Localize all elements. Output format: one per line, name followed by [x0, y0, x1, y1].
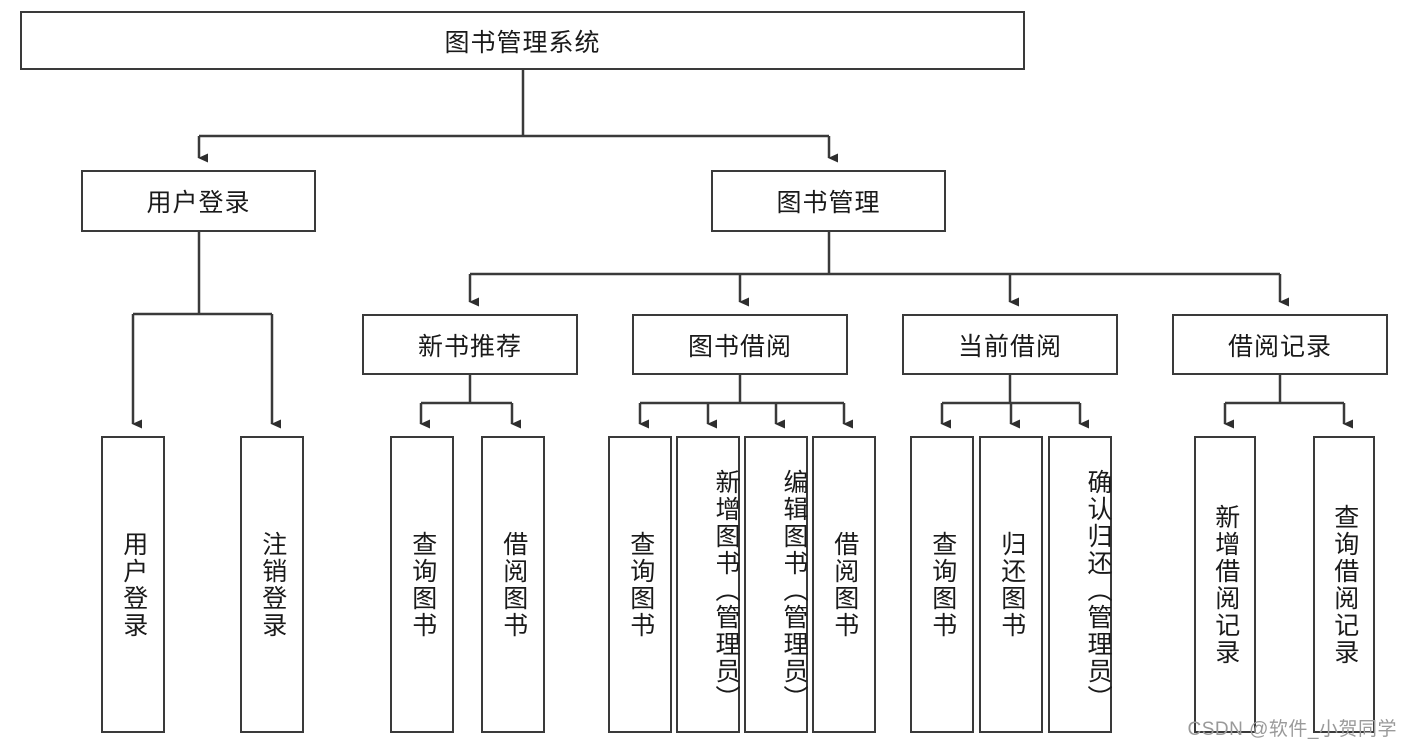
leaf-return-book-label: 归还图书 [997, 530, 1026, 639]
leaf-borrow-book-recommend-label: 借阅图书 [499, 530, 528, 639]
node-book-borrow[interactable]: 图书借阅 [632, 314, 848, 375]
leaf-user-login-label: 用户登录 [119, 530, 148, 639]
leaf-logout-label: 注销登录 [258, 530, 287, 639]
watermark: CSDN @软件_小贺同学 [1187, 719, 1397, 740]
node-borrow-records[interactable]: 借阅记录 [1172, 314, 1388, 375]
leaf-return-book[interactable]: 归还图书 [979, 436, 1043, 733]
leaf-query-book-recommend-label: 查询图书 [408, 530, 437, 639]
node-book-management[interactable]: 图书管理 [711, 170, 946, 232]
leaf-add-book-admin-label: 新增图书（管理员） [712, 469, 740, 712]
leaf-query-book-current-label: 查询图书 [928, 530, 957, 639]
node-current-borrow-label: 当前借阅 [957, 332, 1062, 361]
leaf-query-book-current[interactable]: 查询图书 [910, 436, 974, 733]
leaf-user-login[interactable]: 用户登录 [101, 436, 165, 733]
leaf-query-borrow-record[interactable]: 查询借阅记录 [1313, 436, 1375, 733]
leaf-query-book-borrow[interactable]: 查询图书 [608, 436, 672, 733]
node-new-book-recommend-label: 新书推荐 [417, 332, 522, 361]
leaf-confirm-return-admin[interactable]: 确认归还（管理员） [1048, 436, 1112, 733]
leaf-borrow-book-label: 借阅图书 [830, 530, 859, 639]
leaf-add-borrow-record-label: 新增借阅记录 [1211, 503, 1240, 666]
leaf-edit-book-admin-label: 编辑图书（管理员） [780, 469, 808, 712]
leaf-borrow-book[interactable]: 借阅图书 [812, 436, 876, 733]
node-borrow-records-label: 借阅记录 [1227, 332, 1332, 361]
node-root-label: 图书管理系统 [444, 28, 601, 57]
leaf-query-book-recommend[interactable]: 查询图书 [390, 436, 454, 733]
node-root[interactable]: 图书管理系统 [20, 11, 1025, 70]
leaf-edit-book-admin[interactable]: 编辑图书（管理员） [744, 436, 808, 733]
node-user-login-label: 用户登录 [146, 189, 251, 217]
leaf-add-book-admin[interactable]: 新增图书（管理员） [676, 436, 740, 733]
node-current-borrow[interactable]: 当前借阅 [902, 314, 1118, 375]
leaf-logout[interactable]: 注销登录 [240, 436, 304, 733]
node-new-book-recommend[interactable]: 新书推荐 [362, 314, 578, 375]
node-book-borrow-label: 图书借阅 [687, 332, 792, 361]
leaf-query-book-borrow-label: 查询图书 [626, 530, 655, 639]
node-book-management-label: 图书管理 [776, 189, 881, 217]
leaf-add-borrow-record[interactable]: 新增借阅记录 [1194, 436, 1256, 733]
leaf-query-borrow-record-label: 查询借阅记录 [1330, 503, 1359, 666]
leaf-confirm-return-admin-label: 确认归还（管理员） [1084, 469, 1112, 712]
node-user-login[interactable]: 用户登录 [81, 170, 316, 232]
leaf-borrow-book-recommend[interactable]: 借阅图书 [481, 436, 545, 733]
